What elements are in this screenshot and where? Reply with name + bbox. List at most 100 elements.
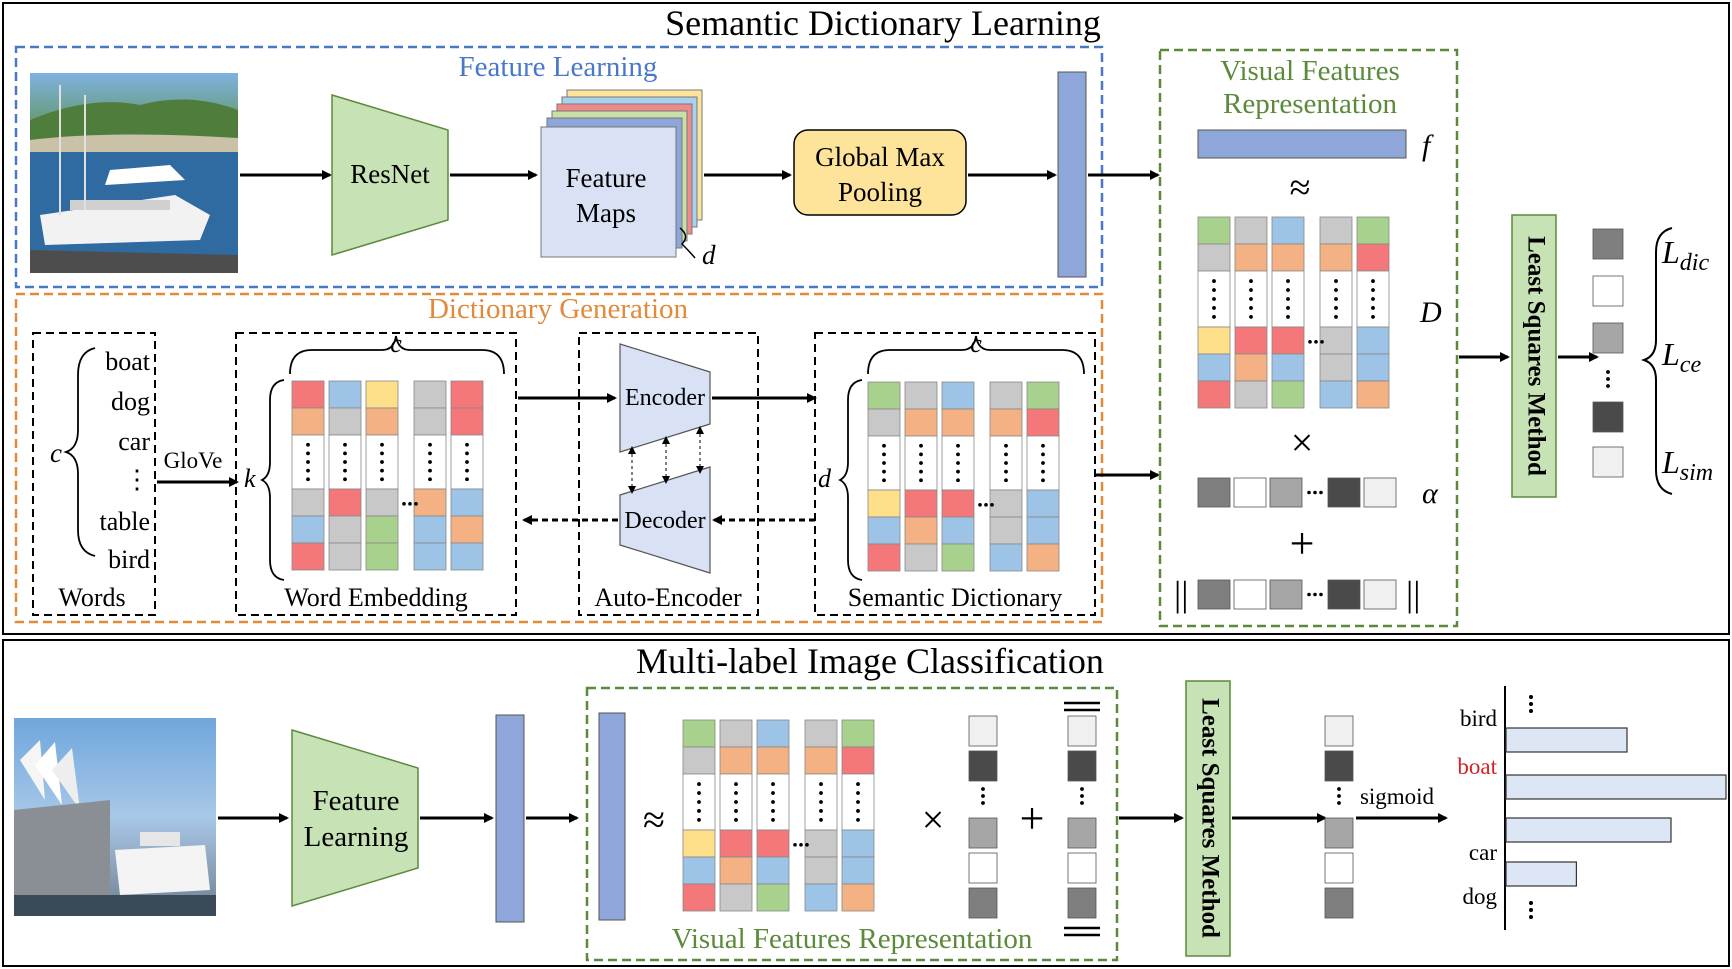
vector-cell <box>968 852 998 884</box>
vector-cell <box>1067 852 1097 884</box>
matrix-cell <box>904 489 938 518</box>
matrix-cell <box>1234 353 1268 382</box>
matrix-cell <box>904 516 938 545</box>
matrix-dot <box>1004 452 1008 457</box>
matrix-dot <box>343 442 347 447</box>
matrix-dot <box>1334 315 1338 319</box>
matrix-cell <box>1234 380 1268 409</box>
matrix-cell <box>1271 326 1305 355</box>
matrix-ellipsis-dot <box>408 502 412 506</box>
matrix-ellipsis-dot <box>1308 340 1312 344</box>
least-squares-block-top <box>1511 214 1557 498</box>
matrix-cell <box>328 542 362 571</box>
matrix-cell <box>1319 243 1353 272</box>
matrix-cell <box>867 408 901 437</box>
embedding-c: c <box>390 329 402 358</box>
vector-ellipsis-dot <box>1080 801 1084 805</box>
matrix-dot <box>306 468 310 473</box>
vector-ellipsis-dot <box>1337 794 1341 798</box>
matrix-dot <box>380 477 384 482</box>
chart-ellipsis-dot <box>1529 908 1533 912</box>
global-max-pooling-block <box>793 129 967 216</box>
matrix-cell <box>682 883 716 912</box>
matrix-dot <box>1371 297 1375 301</box>
vfr-alpha-label: α <box>1422 477 1439 510</box>
matrix-cell <box>365 380 399 409</box>
matrix-dot <box>465 468 469 473</box>
bottom-times: × <box>922 797 945 842</box>
semantic-dictionary-caption: Semantic Dictionary <box>848 583 1062 612</box>
matrix-dot <box>1286 288 1290 292</box>
vfr-D-label: D <box>1419 296 1442 329</box>
vector-cell <box>1197 579 1231 610</box>
matrix-cell <box>1356 353 1390 382</box>
matrix-dot <box>1249 315 1253 319</box>
matrix-cell <box>413 407 447 436</box>
matrix-cell <box>1319 380 1353 409</box>
matrix-dot <box>465 451 469 456</box>
dictionary-top-brace <box>867 335 1085 375</box>
matrix-cell <box>450 407 484 436</box>
matrix-dot <box>1334 306 1338 310</box>
least-squares-label-bottom: Least Squares Method <box>1196 698 1223 938</box>
matrix-dot <box>697 818 701 822</box>
word-item: ⋮ <box>124 465 150 494</box>
vfr-norm-vector <box>1197 579 1397 610</box>
matrix-dot <box>956 452 960 457</box>
chart-label-bird: bird <box>1460 706 1498 731</box>
matrix-dot <box>380 460 384 464</box>
matrix-dot <box>1371 315 1375 319</box>
vfr-approx: ≈ <box>1290 167 1311 209</box>
vector-ellipsis-dot <box>1307 490 1311 495</box>
vector-cell <box>1324 817 1354 849</box>
matrix-dot <box>343 460 347 464</box>
chart-label-dog: dog <box>1463 884 1498 909</box>
matrix-dot <box>306 442 310 447</box>
matrix-dot <box>1212 279 1216 283</box>
matrix-cell <box>291 407 325 436</box>
matrix-dot <box>428 442 432 447</box>
matrix-dot <box>819 809 823 813</box>
chart-bar-dog <box>1505 861 1578 887</box>
encoder-decoder-links <box>628 426 704 494</box>
matrix-dot <box>1041 461 1045 465</box>
matrix-dot <box>771 809 775 813</box>
words-brace <box>63 347 96 557</box>
chart-ellipsis-dot <box>1529 709 1533 713</box>
matrix-dot <box>1212 315 1216 319</box>
matrix-cell <box>867 516 901 545</box>
matrix-cell <box>1026 516 1060 545</box>
matrix-cell <box>328 488 362 517</box>
matrix-cell <box>1026 408 1060 437</box>
vfr-f-label: f <box>1422 129 1434 162</box>
matrix-cell <box>756 719 790 748</box>
matrix-dot <box>1249 297 1253 301</box>
matrix-dot <box>1004 478 1008 483</box>
matrix-dot <box>1249 288 1253 292</box>
embedding-k: k <box>244 464 256 493</box>
matrix-dot <box>306 451 310 456</box>
matrix-ellipsis-dot <box>414 502 418 506</box>
matrix-cell <box>719 746 753 775</box>
matrix-dot <box>771 782 775 786</box>
matrix-cell <box>989 516 1023 545</box>
matrix-dot <box>1004 469 1008 474</box>
vector-ellipsis-dot <box>981 801 985 805</box>
bottom-feature-learning-block <box>291 728 419 908</box>
pooled-feature-vector <box>1057 71 1087 278</box>
matrix-cell <box>1026 489 1060 518</box>
vector-cell <box>1067 887 1097 919</box>
dictionary-generation-title: Dictionary Generation <box>428 293 689 325</box>
matrix-cell <box>804 746 838 775</box>
matrix-dot <box>819 818 823 822</box>
matrix-dot <box>1041 452 1045 457</box>
bottom-vfr-f-vector <box>598 712 626 921</box>
harbor-photo <box>30 73 238 273</box>
vector-ellipsis-dot <box>1337 801 1341 805</box>
word-embedding-box <box>235 332 517 616</box>
feature-maps-d: d <box>702 240 716 270</box>
matrix-cell <box>904 408 938 437</box>
dictionary-generation-box <box>14 292 1104 624</box>
matrix-dot <box>856 818 860 822</box>
matrix-cell <box>682 856 716 885</box>
